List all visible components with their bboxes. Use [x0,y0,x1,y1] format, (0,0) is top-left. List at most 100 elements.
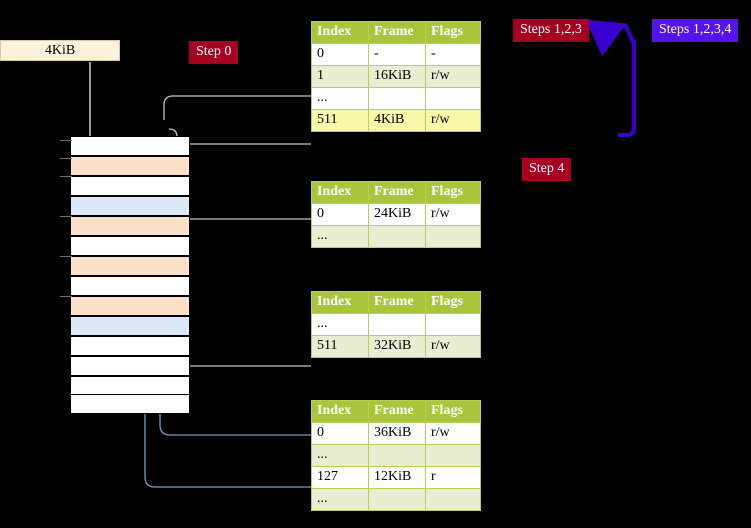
cell-flags [425,313,481,336]
memory-frame-row [70,256,190,276]
badge-steps-1234-label: Steps 1,2,3,4 [659,22,732,37]
table-header-row: Index Frame Flags [311,400,481,423]
cell-frame: - [368,43,426,66]
badge-step-4-label: Step 4 [529,161,565,176]
column-header-frame: Frame [368,291,426,314]
cell-index: 1 [311,65,369,88]
column-header-flags: Flags [425,181,481,204]
table-header-row: Index Frame Flags [311,291,481,314]
cell-frame: 16KiB [368,65,426,88]
column-header-frame: Frame [368,400,426,423]
memory-frame-row [70,296,190,316]
cell-index: 0 [311,43,369,66]
memory-frame-row [70,156,190,176]
table-row: ... [311,488,481,511]
steps-bracket-arrow-head [585,19,636,57]
cell-index: 511 [311,335,369,358]
badge-steps-1234: Steps 1,2,3,4 [652,19,739,42]
cell-flags: - [425,43,481,66]
memory-frame-row [70,276,190,296]
cell-frame: 12KiB [368,466,426,489]
wire-pdp-0-to-frame [177,218,311,228]
cell-flags: r/w [425,203,481,226]
wire-pd-511-to-frame [177,320,311,367]
cell-index: ... [311,488,369,511]
cell-flags: r/w [425,422,481,445]
table-row: ... [311,225,481,248]
memory-frame-row [70,236,190,256]
table-row: 0 24KiB r/w [311,203,481,226]
physical-memory-frames [70,136,190,414]
memory-frame-row [70,196,190,216]
frame-size-legend-label: 4KiB [44,43,76,58]
frame-size-legend: 4KiB [0,40,120,61]
cell-index: ... [311,87,369,110]
cell-flags: r [425,466,481,489]
column-header-index: Index [311,181,369,204]
column-header-index: Index [311,21,369,44]
cell-frame: 36KiB [368,422,426,445]
column-header-frame: Frame [368,21,426,44]
table-header-row: Index Frame Flags [311,21,481,44]
wire-pml4-1-to-frame [163,95,311,120]
memory-frame-row [70,136,190,156]
cell-flags: r/w [425,65,481,88]
table-row: 0 - - [311,43,481,66]
steps-bracket-arrow [618,40,636,137]
frame-tick [60,216,72,217]
badge-step-0-label: Step 0 [196,44,232,59]
cell-flags [425,87,481,110]
pt-table: Index Frame Flags 0 36KiB r/w ... 127 12… [311,400,481,511]
memory-frame-row [70,356,190,376]
cell-frame: 32KiB [368,335,426,358]
table-row: 511 4KiB r/w [311,109,481,132]
frame-tick [60,256,72,257]
frame-tick [60,176,72,177]
cell-flags [425,488,481,511]
cell-frame [368,488,426,511]
table-row: 1 16KiB r/w [311,65,481,88]
badge-steps-123-label: Steps 1,2,3 [520,22,582,37]
badge-steps-123: Steps 1,2,3 [513,19,589,42]
cell-flags: r/w [425,335,481,358]
cell-frame [368,225,426,248]
cell-flags: r/w [425,109,481,132]
cell-index: ... [311,313,369,336]
badge-step-0: Step 0 [189,41,239,64]
column-header-flags: Flags [425,400,481,423]
column-header-flags: Flags [425,21,481,44]
table-row: 511 32KiB r/w [311,335,481,358]
memory-frame-row [70,176,190,196]
badge-step-4: Step 4 [522,158,572,181]
column-header-frame: Frame [368,181,426,204]
frame-tick [60,140,72,141]
memory-frame-row [70,216,190,236]
cell-frame: 4KiB [368,109,426,132]
cell-index: 0 [311,422,369,445]
table-row: ... [311,87,481,110]
memory-frame-row [70,376,190,396]
memory-frame-row [70,316,190,336]
cell-frame [368,87,426,110]
cell-frame [368,444,426,467]
table-row: ... [311,444,481,467]
pml4-table: Index Frame Flags 0 - - 1 16KiB r/w ... … [311,21,481,132]
table-row: ... [311,313,481,336]
cell-flags [425,444,481,467]
cell-index: ... [311,225,369,248]
cell-index: 511 [311,109,369,132]
cell-index: ... [311,444,369,467]
column-header-flags: Flags [425,291,481,314]
cell-flags [425,225,481,248]
table-row: 127 12KiB r [311,466,481,489]
table-header-row: Index Frame Flags [311,181,481,204]
pd-table: Index Frame Flags ... 511 32KiB r/w [311,291,481,358]
pdp-table: Index Frame Flags 0 24KiB r/w ... [311,181,481,248]
memory-frame-row [70,394,190,414]
cell-frame [368,313,426,336]
column-header-index: Index [311,400,369,423]
cell-index: 0 [311,203,369,226]
table-row: 0 36KiB r/w [311,422,481,445]
memory-frame-row [70,336,190,356]
column-header-index: Index [311,291,369,314]
